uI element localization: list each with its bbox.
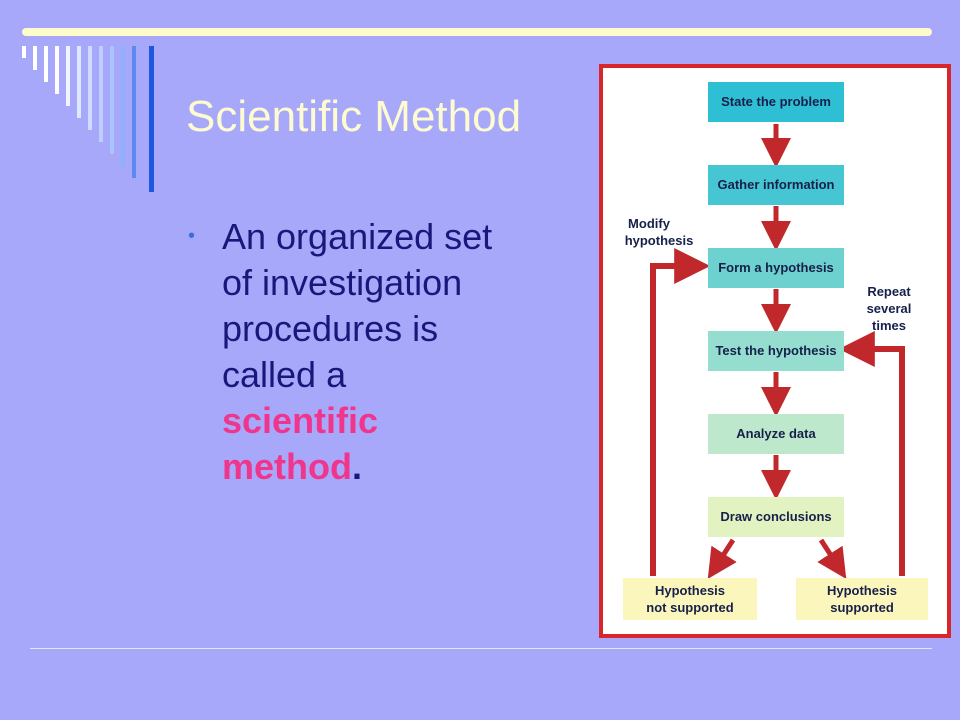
outcome-box-supported <box>796 578 928 620</box>
outcome-not-supported-line-2: not supported <box>646 600 733 615</box>
bullet-text-after: . <box>352 446 363 487</box>
bullet-text-before: An organized set of investigation proced… <box>222 216 493 395</box>
step-box-5 <box>708 414 844 454</box>
modify-label-line-1: Modify <box>628 216 671 231</box>
step-label-5: Analyze data <box>736 426 816 441</box>
decorative-stripes <box>22 46 154 192</box>
bottom-divider <box>30 648 932 649</box>
repeat-label-line-1: Repeat <box>867 284 911 299</box>
step-label-6: Draw conclusions <box>720 509 831 524</box>
step-box-2 <box>708 165 844 205</box>
outcome-supported-line-1: Hypothesis <box>827 583 897 598</box>
step-box-6 <box>708 497 844 537</box>
modify-loop-arrow <box>650 248 711 576</box>
step-box-4 <box>708 331 844 371</box>
outcome-supported-line-2: supported <box>830 600 894 615</box>
arrow-left-outcome <box>707 538 737 580</box>
top-accent-bar <box>22 28 932 36</box>
step-box-1 <box>708 82 844 122</box>
step-label-3: Form a hypothesis <box>718 260 834 275</box>
bullet-highlight-term: scientific method <box>222 400 379 487</box>
repeat-loop-arrow <box>838 331 905 576</box>
arrow-right-outcome <box>817 538 847 580</box>
outcome-not-supported-line-1: Hypothesis <box>655 583 725 598</box>
scientific-method-flowchart: State the problem Gather information For… <box>599 64 951 638</box>
repeat-label-line-3: times <box>872 318 906 333</box>
slide-title: Scientific Method <box>186 92 522 141</box>
step-label-2: Gather information <box>717 177 834 192</box>
repeat-label-line-2: several <box>867 301 912 316</box>
bullet-text: An organized set of investigation proced… <box>222 214 512 490</box>
modify-label-line-2: hypothesis <box>625 233 694 248</box>
outcome-box-not-supported <box>623 578 757 620</box>
bullet-dot: • <box>188 225 196 247</box>
step-label-4: Test the hypothesis <box>715 343 836 358</box>
step-box-3 <box>708 248 844 288</box>
step-label-1: State the problem <box>721 94 831 109</box>
